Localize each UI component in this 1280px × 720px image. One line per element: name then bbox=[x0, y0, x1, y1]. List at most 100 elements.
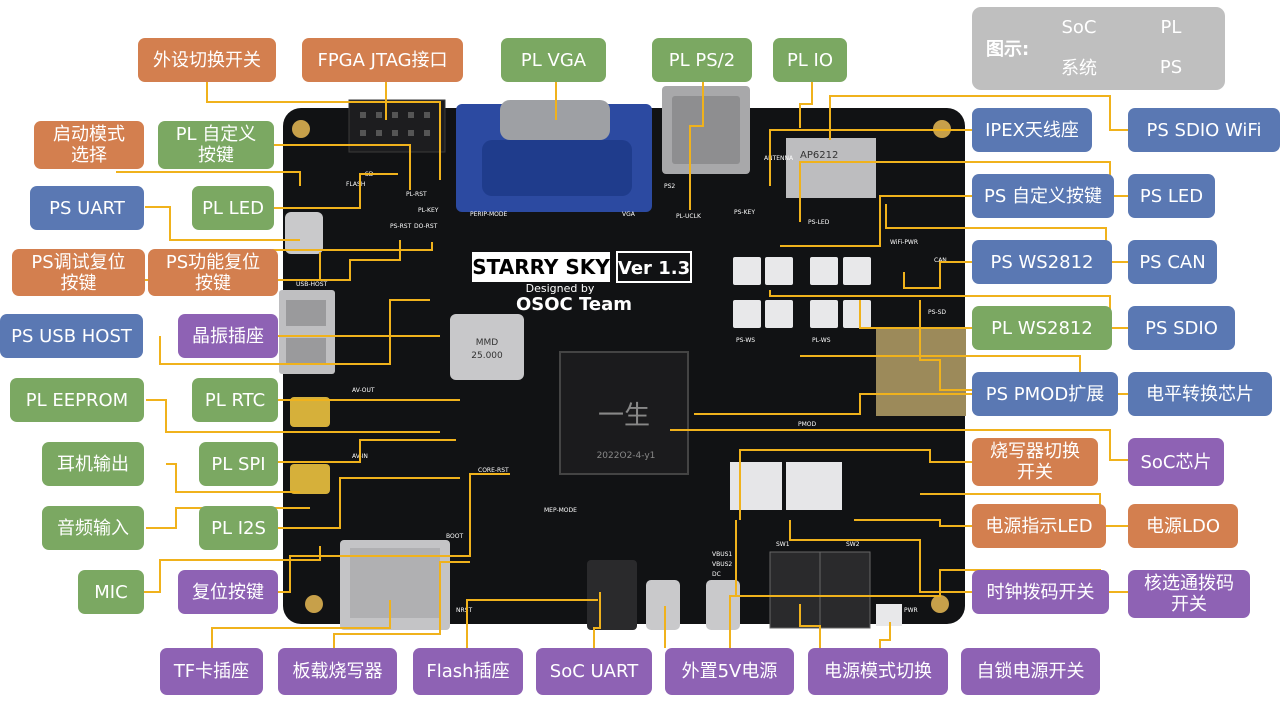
silk-vbus1: VBUS1 bbox=[712, 551, 732, 558]
latch-power-switch bbox=[876, 604, 902, 626]
silk-usb-host: USB-HOST bbox=[296, 281, 328, 288]
svg-text:一生: 一生 bbox=[598, 401, 650, 431]
silk-wifi-pwr: WiFi-PWR bbox=[890, 239, 918, 246]
board-designed-by: Designed by bbox=[526, 282, 595, 295]
board-name-plate bbox=[472, 252, 610, 282]
silk-pmod: PMOD bbox=[798, 421, 817, 428]
label-level-shifter: 电平转换芯片 bbox=[1128, 372, 1272, 416]
dip-switch-clock bbox=[730, 462, 782, 510]
label-flash-socket: Flash插座 bbox=[413, 648, 523, 695]
silk-vga: VGA bbox=[622, 211, 636, 218]
flash-socket-body bbox=[587, 560, 637, 630]
label-pl-i2s: PL I2S bbox=[199, 506, 278, 550]
label-ps-pmod: PS PMOD扩展 bbox=[972, 372, 1118, 416]
silk-ps-sd: PS-SD bbox=[928, 309, 946, 316]
usb-c-uart bbox=[285, 212, 323, 254]
label-ps-func-reset: PS功能复位 按键 bbox=[148, 249, 278, 296]
board-version-plate bbox=[616, 251, 692, 283]
wifi-module-marking: AP6212 bbox=[800, 150, 838, 161]
usb-c-5v-2 bbox=[706, 580, 740, 630]
label-ps-usb-host: PS USB HOST bbox=[0, 314, 143, 358]
silk-vbus2: VBUS2 bbox=[712, 561, 732, 568]
silk-boot: BOOT bbox=[446, 533, 463, 540]
label-tf-socket: TF卡插座 bbox=[160, 648, 263, 695]
svg-text:MMD: MMD bbox=[476, 338, 499, 348]
label-ext-5v: 外置5V电源 bbox=[665, 648, 794, 695]
label-mic: MIC bbox=[78, 570, 144, 614]
silk-ps-key: PS-KEY bbox=[734, 209, 755, 216]
label-power-led: 电源指示LED bbox=[972, 504, 1106, 548]
silk-do-rst: DO-RST bbox=[414, 223, 438, 230]
label-waishe-qiehuan: 外设切换开关 bbox=[138, 38, 276, 82]
mount-hole bbox=[931, 595, 949, 613]
legend-title: 图示: bbox=[986, 39, 1030, 60]
label-headphone-out: 耳机输出 bbox=[42, 442, 144, 486]
legend: 图示: SoC PL 系统 PS bbox=[972, 7, 1225, 90]
silk-pwr: PWR bbox=[904, 607, 918, 614]
leader-lines bbox=[101, 82, 1128, 648]
silk-pl-key: PL-KEY bbox=[418, 207, 439, 214]
crystal bbox=[450, 314, 524, 380]
silk-ps2: PS2 bbox=[664, 183, 675, 190]
label-ipex: IPEX天线座 bbox=[972, 108, 1092, 152]
jtag-header bbox=[348, 99, 446, 153]
label-pl-spi: PL SPI bbox=[199, 442, 278, 486]
label-ps-debug-reset: PS调试复位 按键 bbox=[12, 249, 145, 296]
label-ps-can: PS CAN bbox=[1128, 240, 1217, 284]
svg-text:25.000: 25.000 bbox=[471, 351, 503, 361]
legend-chip-label: PL bbox=[1160, 16, 1182, 38]
label-programmer-switch: 烧写器切换 开关 bbox=[972, 438, 1098, 486]
silk-sw2: SW2 bbox=[846, 541, 860, 548]
silk-pl-ws: PL-WS bbox=[812, 337, 831, 344]
legend-chip-label: 系统 bbox=[1061, 58, 1097, 79]
legend-chip-soc: SoC bbox=[1042, 13, 1116, 41]
board-name: STARRY SKY bbox=[472, 255, 610, 279]
label-pl-io: PL IO bbox=[773, 38, 847, 82]
mount-hole bbox=[292, 120, 310, 138]
silk-mep-mode: MEP-MODE bbox=[544, 507, 577, 514]
audio-jack-in bbox=[290, 464, 330, 494]
silk-dc: DC bbox=[712, 571, 721, 578]
label-crystal-socket: 晶振插座 bbox=[178, 314, 278, 358]
label-ps-led: PS LED bbox=[1128, 174, 1215, 218]
dip-switch-core bbox=[786, 462, 842, 510]
silk-flash: FLASH bbox=[346, 181, 365, 188]
vga-dsub bbox=[482, 140, 632, 196]
silk-ps-ws: PS-WS bbox=[736, 337, 755, 344]
audio-jack-out bbox=[290, 397, 330, 427]
mount-hole bbox=[305, 595, 323, 613]
label-pl-ws2812: PL WS2812 bbox=[972, 306, 1112, 350]
silk-can: CAN bbox=[934, 257, 947, 264]
label-ps-sdio-wifi: PS SDIO WiFi bbox=[1128, 108, 1280, 152]
label-pl-eeprom: PL EEPROM bbox=[10, 378, 144, 422]
legend-chip-label: PS bbox=[1159, 56, 1183, 78]
legend-chip-ps: PS bbox=[1134, 53, 1208, 81]
label-core-select-dip: 核选通拨码 开关 bbox=[1128, 570, 1250, 618]
label-fpga-jtag: FPGA JTAG接口 bbox=[302, 38, 463, 82]
silk-nrst: NRST bbox=[456, 607, 472, 614]
label-pl-custom-key: PL 自定义 按键 bbox=[158, 121, 274, 169]
label-ps-custom-key: PS 自定义按键 bbox=[972, 174, 1114, 218]
silk-pl-uclk: PL-UCLK bbox=[676, 213, 702, 220]
silk-antenna: ANTENNA bbox=[764, 155, 794, 162]
label-ps-ws2812: PS WS2812 bbox=[972, 240, 1112, 284]
label-clock-dip: 时钟拨码开关 bbox=[972, 570, 1109, 614]
chip-marking: 2022O2-4-y1 bbox=[597, 451, 656, 461]
silk-sw1: SW1 bbox=[776, 541, 790, 548]
label-ps-uart: PS UART bbox=[30, 186, 144, 230]
legend-chip-sys: 系统 bbox=[1042, 53, 1116, 81]
label-pl-ps2: PL PS/2 bbox=[652, 38, 752, 82]
silk-ps-rst: PS-RST bbox=[390, 223, 412, 230]
label-audio-in: 音频输入 bbox=[42, 506, 144, 550]
label-ps-sdio: PS SDIO bbox=[1128, 306, 1235, 350]
label-pl-led: PL LED bbox=[192, 186, 274, 230]
board-team: OSOC Team bbox=[516, 294, 632, 315]
legend-chip-label: SoC bbox=[1061, 16, 1097, 38]
label-boot-mode: 启动模式 选择 bbox=[34, 121, 144, 169]
legend-chip-pl: PL bbox=[1134, 13, 1208, 41]
usb-c-5v bbox=[646, 580, 680, 630]
label-soc-uart: SoC UART bbox=[536, 648, 652, 695]
soc-chip-body bbox=[559, 351, 689, 475]
